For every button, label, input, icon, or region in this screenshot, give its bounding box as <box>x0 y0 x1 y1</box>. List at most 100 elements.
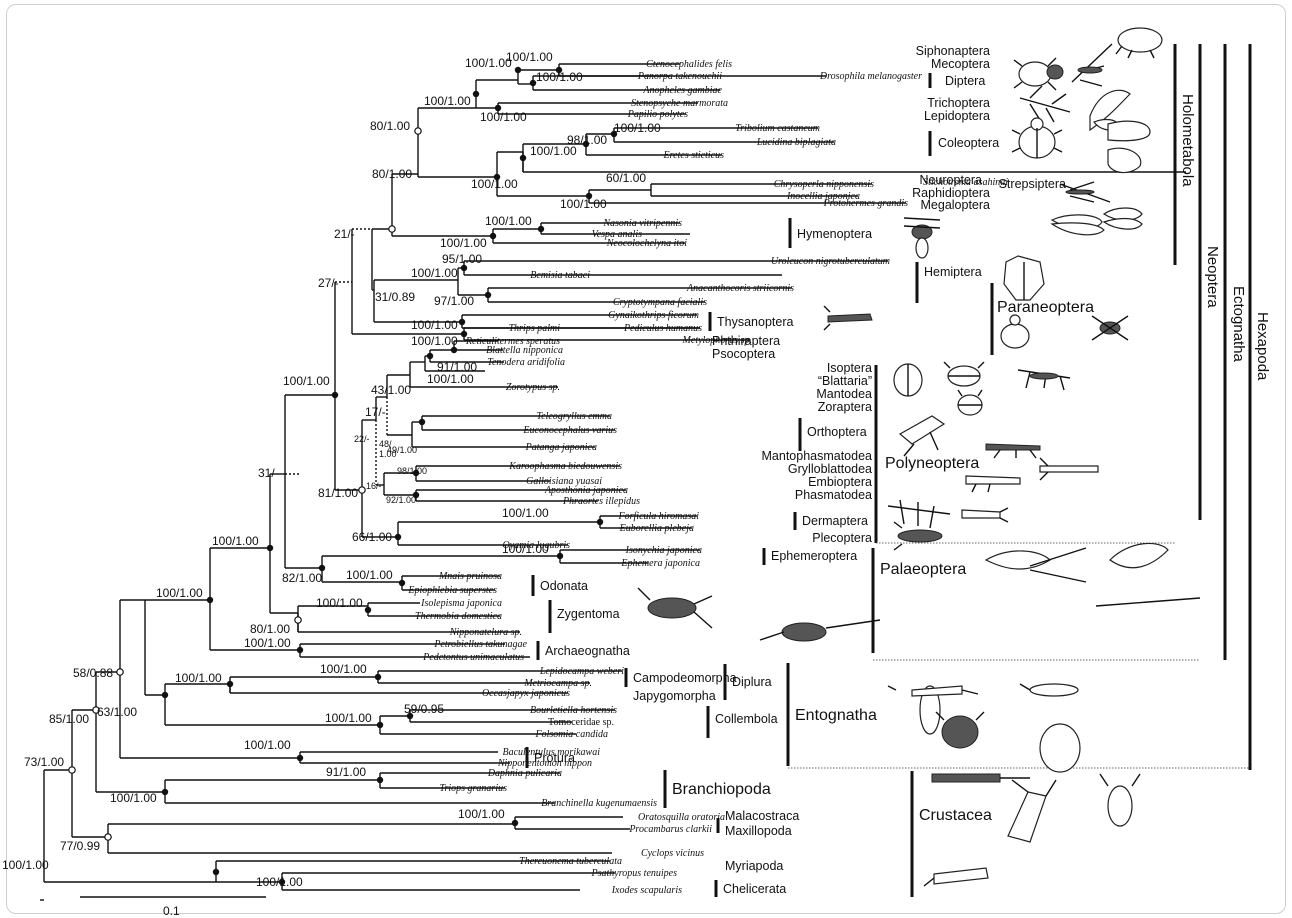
stick-insect-icon <box>887 499 951 529</box>
support-label: 100/1.00 <box>325 711 372 725</box>
support-label: 100/1.00 <box>506 50 553 64</box>
taxon-label: Protohermes grandis <box>823 198 908 209</box>
order-label: Phthiraptera <box>712 334 780 348</box>
mantis-shrimp-icon <box>923 867 989 887</box>
springtail-icon <box>1019 683 1079 697</box>
taxon-label: Neocolochelyna itoi <box>606 238 687 249</box>
taxon-label: Isolepisma japonica <box>420 598 502 609</box>
support-label: 100/1.00 <box>256 875 303 889</box>
taxon-label: Stichotrema asahinai <box>923 177 1008 188</box>
group-label: Hexapoda <box>1254 312 1271 381</box>
tree-branches <box>40 63 1186 901</box>
order-label: Trichoptera <box>927 96 990 110</box>
psocid-icon <box>1091 315 1129 341</box>
group-label: Branchiopoda <box>672 781 771 798</box>
taxon-label: Forficula hiromasai <box>618 511 700 522</box>
support-label: 98/1.00 <box>397 466 427 476</box>
taxon-label: Tribolium castaneum <box>735 123 820 134</box>
order-label: Grylloblattodea <box>788 462 872 476</box>
earwig-icon <box>961 507 1009 523</box>
taxon-label: Procambarus clarkii <box>628 824 712 835</box>
support-label: 31/0.89 <box>375 290 415 304</box>
support-label: 80/1.00 <box>372 167 412 181</box>
damselfly-icon <box>1095 542 1201 607</box>
grylloblattid-icon <box>1039 457 1099 481</box>
collembolan-icon <box>935 711 985 749</box>
order-label: Thysanoptera <box>717 315 793 329</box>
order-label: Hymenoptera <box>797 227 872 241</box>
taxon-label: Inocellia japonica <box>786 191 860 202</box>
support-label: 100/1.00 <box>110 791 157 805</box>
wasp-icon <box>903 217 941 259</box>
support-label: 17/- <box>365 405 386 419</box>
taxon-label: Daphnia pulicaria <box>487 768 562 779</box>
water-flea-icon <box>1039 723 1081 773</box>
order-label: Orthoptera <box>807 425 867 439</box>
order-label: Zoraptera <box>818 400 872 414</box>
support-label: 80/1.00 <box>250 622 290 636</box>
taxon-label: Reticulitermes speratus <box>465 336 560 347</box>
group-label: Crustacea <box>919 807 992 824</box>
bug-icon <box>1003 255 1045 301</box>
support-label: 66/1.00 <box>352 530 392 544</box>
taxon-label: Lepidocampa weberi <box>539 666 624 677</box>
order-label: Plecoptera <box>812 531 872 545</box>
taxon-label: Anopheles gambiae <box>642 85 722 96</box>
flea-icon <box>1115 27 1163 59</box>
order-label: Myriapoda <box>725 859 783 873</box>
taxon-label: Tomoceridae sp. <box>548 717 614 728</box>
support-label: 43/1.00 <box>371 383 411 397</box>
taxon-label: Occasjapyx japonicus <box>482 688 570 699</box>
support-label: 59/0.95 <box>404 702 444 716</box>
scorpionfly-icon <box>1071 43 1113 87</box>
group-label: Paraneoptera <box>997 299 1094 316</box>
grasshopper-icon <box>898 415 946 457</box>
embiopteran-icon <box>965 475 1021 493</box>
order-label: Neuroptera <box>919 173 982 187</box>
taxon-label: Stenopsyche marmorata <box>631 98 728 109</box>
order-label: Chelicerata <box>723 882 786 896</box>
support-label: 100/1.00 <box>212 534 259 548</box>
support-label: 100/1.00 <box>283 374 330 388</box>
taxon-label: Papilio polytes <box>627 109 688 120</box>
group-label: Entognatha <box>795 707 877 724</box>
order-label: Diplura <box>732 675 772 689</box>
proturan-icon <box>919 685 941 735</box>
mantophasmid-icon <box>985 443 1041 459</box>
support-label: 27/- <box>318 276 339 290</box>
support-label: 100/1.00 <box>346 568 393 582</box>
support-label: 100/1.00 <box>560 197 607 211</box>
support-label: 95/1.00 <box>442 252 482 266</box>
order-label: Siphonaptera <box>916 44 990 58</box>
taxon-label: Euconocephalus varius <box>522 425 617 436</box>
taxon-label: Bemisia tabaci <box>530 270 590 281</box>
support-label: 100/1.00 <box>440 236 487 250</box>
taxon-label: Nasonia vitripennis <box>602 218 682 229</box>
taxon-label: Thermobia domestica <box>415 611 502 622</box>
taxon-label: Thrips palmi <box>509 323 561 334</box>
support-label: 100/1.00 <box>427 372 474 386</box>
taxon-labels: Ctenocephalides felis Panorpa takenouchi… <box>407 59 1008 896</box>
support-label: 100/1.00 <box>2 858 49 872</box>
support-label: 100/1.00 <box>411 318 458 332</box>
taxon-label: Thereuonema tuberculata <box>519 856 622 867</box>
support-label: 100/1.00 <box>244 636 291 650</box>
support-label: 77/0.99 <box>60 839 100 853</box>
taxon-label: Gynaikothrips ficorum <box>608 310 699 321</box>
taxon-label: Petrobiellus takunagae <box>433 639 527 650</box>
order-label: Hemiptera <box>924 265 982 279</box>
support-label: 31/- <box>258 466 279 480</box>
support-label: 49/1.00 <box>387 445 417 455</box>
stonefly-icon <box>893 521 943 551</box>
support-label: 48/ <box>379 439 392 449</box>
taxon-label: Uroleucon nigrotuberculatum <box>771 256 890 267</box>
support-label: 97/1.00 <box>434 294 474 308</box>
crayfish-icon <box>1007 779 1057 843</box>
order-label: Lepidoptera <box>924 109 990 123</box>
order-label: Campodeomorpha <box>633 671 737 685</box>
taxon-label: Epiophlebia superstes <box>407 585 497 596</box>
taxon-label: Blattella nipponica <box>486 345 563 356</box>
support-label: 60/1.00 <box>606 171 646 185</box>
mayfly-icon <box>984 547 1087 583</box>
